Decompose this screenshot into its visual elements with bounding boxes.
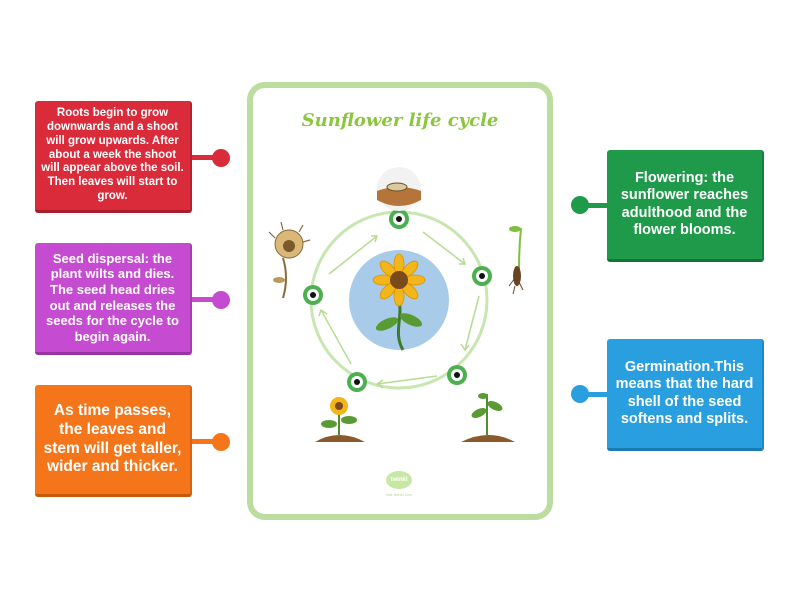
germinating-seed-icon [508, 226, 524, 295]
pin-growth[interactable] [212, 433, 230, 451]
stage-marker-left-top[interactable] [303, 285, 323, 305]
wilted-sunflower-icon [268, 221, 311, 299]
seedling-icon [461, 393, 515, 442]
connector-seed-dispersal [192, 297, 220, 302]
life-cycle-poster: Sunflower life cycle [247, 82, 553, 520]
card-roots[interactable]: Roots begin to grow downwards and a shoo… [35, 101, 192, 213]
connector-roots [192, 155, 220, 160]
logo-subtext: visit twinkl.com [385, 492, 413, 497]
card-flowering-text: Flowering: the sunflower reaches adultho… [620, 169, 749, 238]
card-seed-dispersal[interactable]: Seed dispersal: the plant wilts and dies… [35, 243, 192, 355]
card-flowering[interactable]: Flowering: the sunflower reaches adultho… [607, 150, 764, 262]
stage-marker-left-bottom[interactable] [347, 372, 367, 392]
connector-flowering [580, 203, 608, 208]
twinkl-logo: twinkl [386, 471, 412, 489]
young-sunflower-icon [315, 397, 365, 442]
cycle-diagram [268, 167, 524, 442]
pin-seed-dispersal[interactable] [212, 291, 230, 309]
card-germination-text: Germination.This means that the hard she… [615, 358, 754, 427]
center-sunflower-icon [372, 253, 426, 351]
card-growth-text: As time passes, the leaves and stem will… [43, 402, 182, 476]
seed-in-soil-icon [377, 167, 421, 211]
cycle-arrows [318, 231, 480, 389]
card-germination[interactable]: Germination.This means that the hard she… [607, 339, 764, 451]
poster-title: Sunflower life cycle [301, 110, 499, 131]
card-seed-dispersal-text: Seed dispersal: the plant wilts and dies… [46, 250, 179, 344]
stage-marker-top[interactable] [389, 209, 409, 229]
pin-flowering[interactable] [571, 196, 589, 214]
connector-germination [580, 392, 608, 397]
stage-marker-right-top[interactable] [472, 266, 492, 286]
pin-germination[interactable] [571, 385, 589, 403]
card-roots-text: Roots begin to grow downwards and a shoo… [41, 107, 184, 202]
pin-roots[interactable] [212, 149, 230, 167]
card-growth[interactable]: As time passes, the leaves and stem will… [35, 385, 192, 497]
stage-marker-right-bottom[interactable] [447, 365, 467, 385]
connector-growth [192, 439, 220, 444]
